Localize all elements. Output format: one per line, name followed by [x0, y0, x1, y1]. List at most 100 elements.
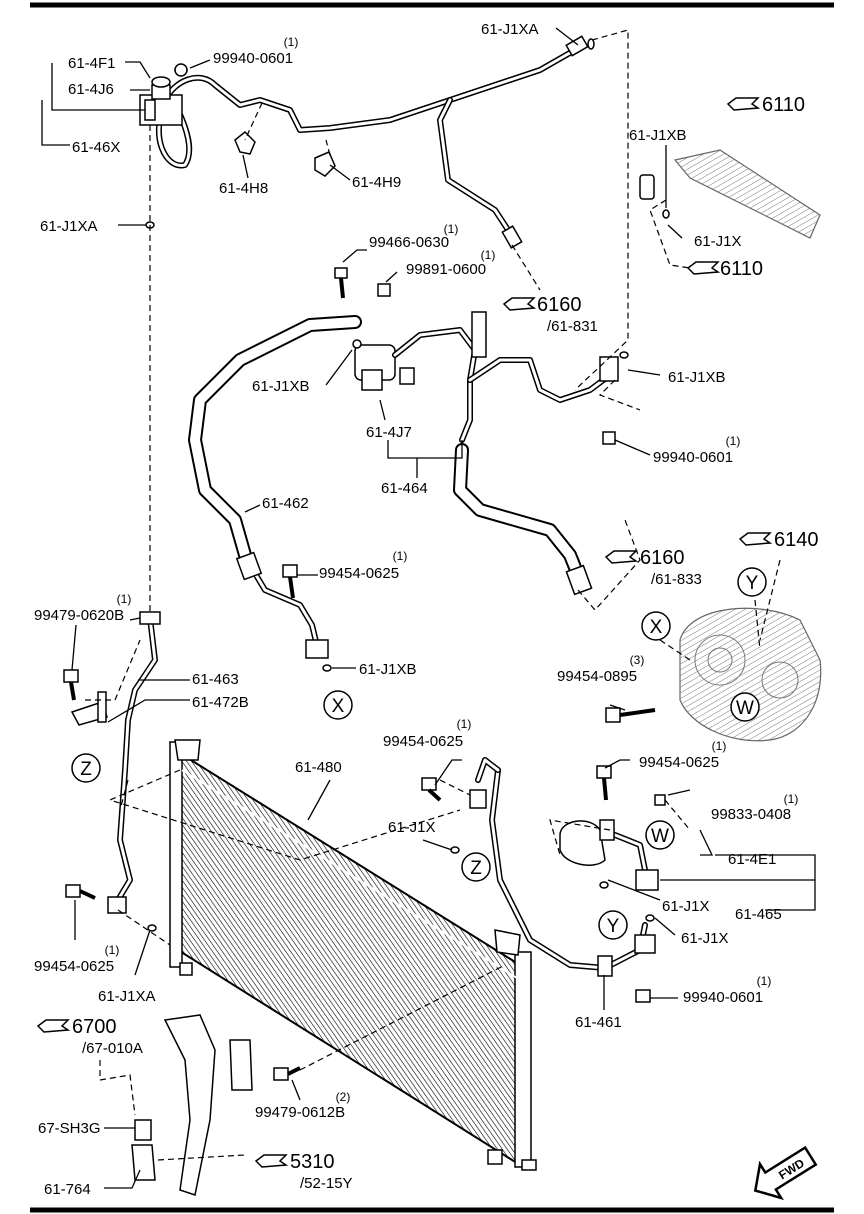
label-99891-0600: 99891-0600	[406, 261, 486, 278]
bolt-99454-0895	[605, 707, 656, 723]
lower-bracket	[131, 1014, 253, 1196]
label-99833-0408: 99833-0408	[711, 806, 791, 823]
qty-99940-0601-c: (1)	[757, 974, 772, 988]
label-61-j1xb-c: 61-J1XB	[668, 369, 726, 386]
label-61-j1xb-d: 61-J1XB	[359, 661, 417, 678]
label-99466-0630: 99466-0630	[369, 234, 449, 251]
qty-99479-0612b: (2)	[336, 1090, 351, 1104]
liquid-pipe-463	[107, 611, 161, 914]
label-99454-0625-c: 99454-0625	[639, 754, 719, 771]
label-61-4h9: 61-4H9	[352, 174, 401, 191]
label-99479-0620b: 99479-0620B	[34, 607, 124, 624]
svg-text:Y: Y	[607, 916, 620, 937]
label-67-sh3g: 67-SH3G	[38, 1120, 101, 1137]
label-61-833: /61-833	[651, 571, 702, 588]
hand-pointer-icon	[502, 297, 537, 311]
central-manifold	[354, 311, 619, 443]
discharge-hose	[188, 315, 362, 659]
label-61-4j7: 61-4J7	[366, 424, 412, 441]
label-61-472b: 61-472B	[192, 694, 249, 711]
bolt-99833-0408	[654, 794, 666, 806]
qty-99454-0625-b: (1)	[457, 717, 472, 731]
fwd-arrow-icon: FWD	[753, 1145, 818, 1201]
bolt-99454-0625-a	[282, 564, 298, 599]
svg-text:W: W	[736, 698, 754, 719]
marker-z-left: Z	[71, 753, 101, 783]
label-99454-0625-d: 99454-0625	[34, 958, 114, 975]
label-61-j1xb-b: 61-J1XB	[252, 378, 310, 395]
nut-99940-0601-b	[602, 431, 616, 445]
marker-y-bottom: Y	[598, 910, 628, 940]
leader-lines	[41, 27, 816, 1189]
marker-w-receiver: W	[645, 820, 675, 850]
label-61-j1x-d: 61-J1X	[681, 930, 729, 947]
ref-6110-a: 6110	[762, 94, 805, 116]
hand-pointer-icon	[604, 550, 639, 564]
ref-6160-b: 6160	[640, 547, 685, 569]
hand-pointer-icon	[738, 532, 773, 546]
compressor	[679, 607, 822, 742]
hand-pointer-icon	[686, 261, 721, 275]
qty-99479-0620b: (1)	[117, 592, 132, 606]
ref-5310: 5310	[290, 1151, 335, 1173]
label-61-463: 61-463	[192, 671, 239, 688]
qty-99940-0601-a: (1)	[284, 35, 299, 49]
evaporator	[639, 149, 821, 239]
hand-pointer-icon	[726, 97, 761, 111]
upper-liquid-pipe	[155, 35, 589, 249]
o-rings	[145, 38, 670, 932]
bolt-99466-0630	[334, 267, 348, 299]
svg-text:Z: Z	[470, 858, 482, 879]
qty-99891-0600: (1)	[481, 248, 496, 262]
label-99940-0601-a: 99940-0601	[213, 50, 293, 67]
svg-text:Y: Y	[746, 573, 759, 594]
pipe-461	[469, 757, 656, 977]
bracket-472b	[70, 691, 108, 726]
bolt-99454-0625-b	[421, 777, 442, 802]
label-61-465: 61-465	[735, 906, 782, 923]
label-61-j1x-c: 61-J1X	[662, 898, 710, 915]
pipe-clip-4h8	[234, 130, 256, 155]
label-61-461: 61-461	[575, 1014, 622, 1031]
receiver-pipe-465	[559, 819, 659, 891]
nut-99891-0600	[377, 283, 391, 297]
label-61-4f1: 61-4F1	[68, 55, 116, 72]
label-61-4h8: 61-4H8	[219, 180, 268, 197]
ref-6700: 6700	[72, 1016, 117, 1038]
marker-x-left: X	[323, 690, 353, 720]
label-99479-0612b: 99479-0612B	[255, 1104, 345, 1121]
label-61-j1xa-top: 61-J1XA	[481, 21, 539, 38]
label-99454-0895: 99454-0895	[557, 668, 637, 685]
bolt-99454-0625-d	[65, 884, 96, 900]
qty-99940-0601-b: (1)	[726, 434, 741, 448]
label-61-j1xb-a: 61-J1XB	[629, 127, 687, 144]
ref-6140: 6140	[774, 529, 819, 551]
label-61-4e1: 61-4E1	[728, 851, 776, 868]
pipe-clip-4h9	[314, 151, 336, 177]
label-67-010a: /67-010A	[82, 1040, 143, 1057]
suction-hose	[453, 443, 593, 596]
label-61-j1x-b: 61-J1X	[388, 819, 436, 836]
dashed-connections	[85, 29, 781, 1161]
label-61-j1x-a: 61-J1X	[694, 233, 742, 250]
svg-text:X: X	[332, 696, 345, 717]
label-61-480: 61-480	[295, 759, 342, 776]
label-61-j1xa-left: 61-J1XA	[40, 218, 98, 235]
bolt-99940-0601-a	[174, 63, 188, 77]
label-61-764: 61-764	[44, 1181, 91, 1198]
marker-w-compressor: W	[730, 692, 760, 722]
svg-text:X: X	[650, 617, 663, 638]
qty-99466-0630: (1)	[444, 222, 459, 236]
qty-99454-0895: (3)	[630, 653, 645, 667]
ref-6110-b: 6110	[720, 258, 763, 280]
label-99454-0625-a: 99454-0625	[319, 565, 399, 582]
label-61-4j6: 61-4J6	[68, 81, 114, 98]
label-61-j1xa-bottom: 61-J1XA	[98, 988, 156, 1005]
qty-99454-0625-c: (1)	[712, 739, 727, 753]
label-61-46x: 61-46X	[72, 139, 120, 156]
marker-z-right: Z	[461, 852, 491, 882]
svg-text:Z: Z	[80, 759, 92, 780]
condenser	[169, 739, 537, 1171]
hand-pointer-icon	[36, 1019, 71, 1033]
